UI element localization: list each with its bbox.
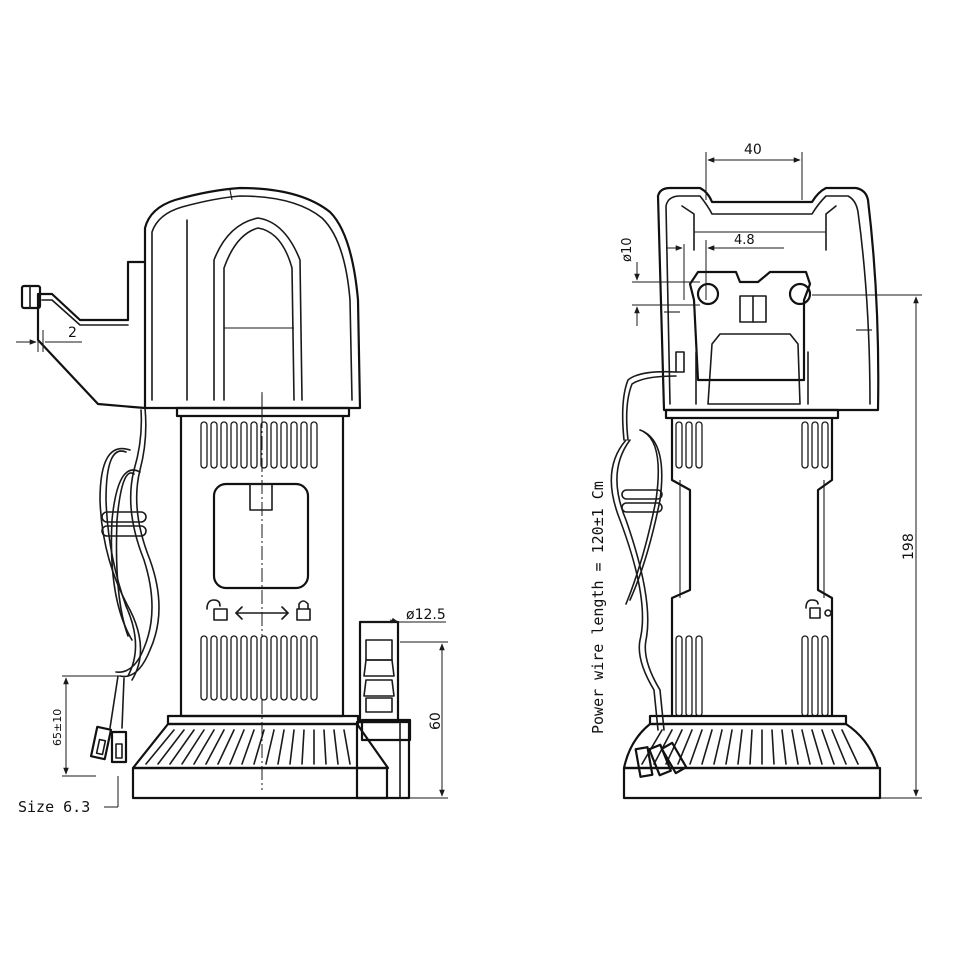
pump-base xyxy=(131,714,411,800)
hole-diameter-dimension: ø10 xyxy=(620,238,700,326)
total-height-dimension: 198 xyxy=(812,294,922,799)
offset-4-8-label: 4.8 xyxy=(734,233,755,248)
width-40-label: 40 xyxy=(744,142,762,158)
front-view: 40 4.8 ø10 xyxy=(589,142,922,800)
lock-unlock-indicator xyxy=(206,599,311,621)
mounting-plate xyxy=(675,270,812,405)
front-power-cable xyxy=(610,370,677,731)
power-cable xyxy=(99,407,160,729)
front-body xyxy=(664,408,840,716)
side-view: 2 xyxy=(16,186,448,816)
total-height-label: 198 xyxy=(901,533,917,560)
dim-2-label: 2 xyxy=(68,325,77,341)
outlet-diameter-dimension: ø12.5 xyxy=(362,607,446,624)
front-spade-terminals xyxy=(634,741,688,778)
lead-length-dimension: 65±10 xyxy=(51,675,120,777)
terminal-size-label: Size 6.3 xyxy=(18,798,90,816)
mount-hole-left xyxy=(696,282,720,306)
terminal-size-callout: Size 6.3 xyxy=(18,776,119,816)
mounting-bracket xyxy=(20,260,146,410)
offset-4-8-dimension: 4.8 xyxy=(666,233,784,300)
lock-icon xyxy=(296,600,311,621)
outlet-diameter-label: ø12.5 xyxy=(406,607,446,623)
bracket-thickness-dimension: 2 xyxy=(16,325,82,345)
mount-hole-right xyxy=(788,282,812,306)
side-unlock-icon xyxy=(805,599,832,619)
unlock-icon xyxy=(206,599,228,621)
front-vent-slots xyxy=(675,421,829,717)
double-arrow-icon xyxy=(235,606,289,620)
base-ribs xyxy=(145,729,351,765)
front-base xyxy=(622,714,882,800)
hole-diameter-label: ø10 xyxy=(620,238,635,263)
outlet-height-label: 60 xyxy=(428,712,444,730)
front-hood xyxy=(656,186,880,412)
motor-hood xyxy=(143,186,362,410)
lower-vent-slots xyxy=(200,635,318,701)
spade-terminals xyxy=(89,725,128,764)
width-40-dimension: 40 xyxy=(705,142,803,200)
power-wire-label: Power wire length = 120±1 Cm xyxy=(589,481,607,734)
power-wire-annotation: Power wire length = 120±1 Cm xyxy=(589,481,607,734)
upper-vent-slots xyxy=(200,421,318,469)
lead-length-label: 65±10 xyxy=(51,709,64,746)
outlet-height-dimension: 60 xyxy=(400,641,448,799)
